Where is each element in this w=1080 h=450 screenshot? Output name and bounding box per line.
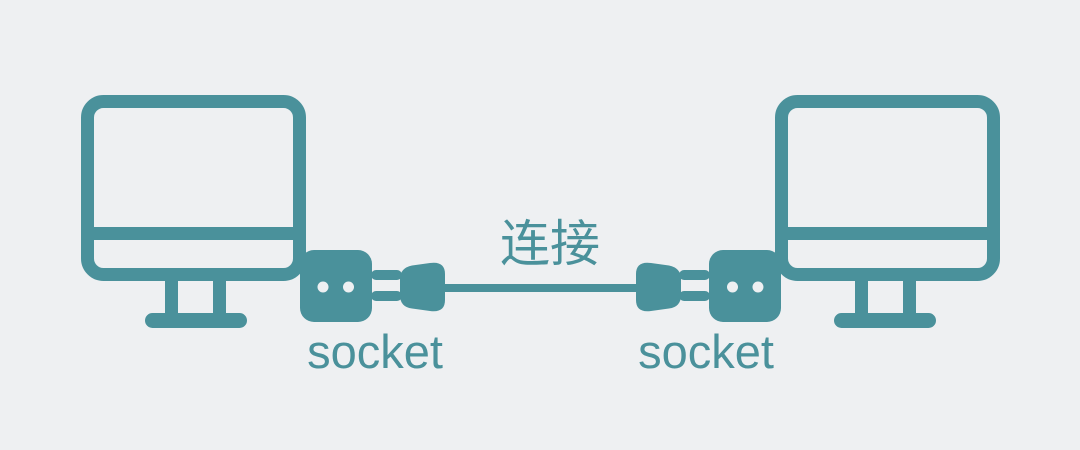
socket-label-left: socket <box>307 325 443 378</box>
left-station <box>88 102 446 329</box>
right-station <box>636 102 994 329</box>
socket-label-right: socket <box>638 325 774 378</box>
connection-label: 连接 <box>500 216 600 272</box>
